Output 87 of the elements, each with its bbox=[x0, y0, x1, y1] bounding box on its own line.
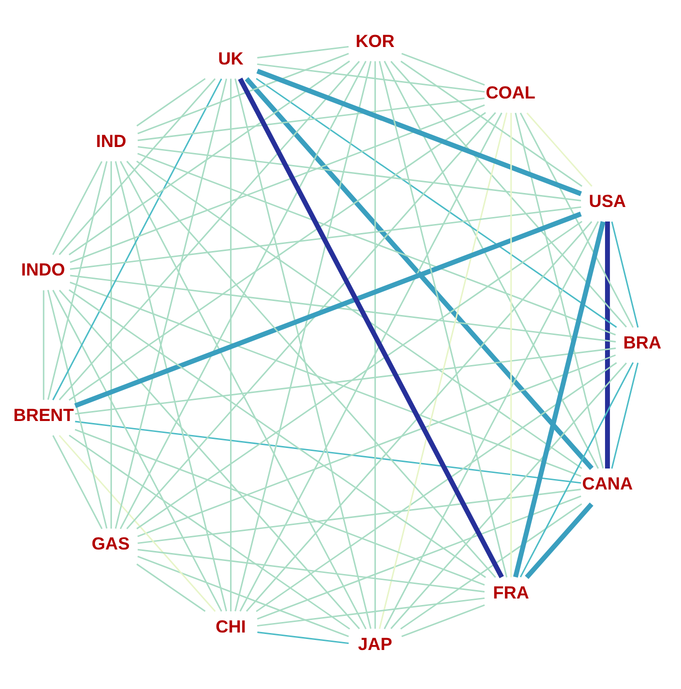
connector bbox=[384, 60, 599, 468]
connector bbox=[114, 78, 228, 528]
connector bbox=[74, 428, 485, 586]
connector bbox=[244, 76, 594, 470]
connector bbox=[126, 160, 496, 578]
node-text: FRA bbox=[493, 582, 530, 602]
connector bbox=[390, 60, 627, 328]
connector bbox=[52, 434, 103, 529]
connector bbox=[230, 78, 232, 611]
connector bbox=[58, 289, 360, 629]
node-text: BRENT bbox=[13, 404, 74, 425]
connector bbox=[137, 152, 616, 336]
node-text: IND bbox=[96, 130, 126, 150]
connector bbox=[378, 112, 508, 628]
node-text: GAS bbox=[92, 533, 130, 554]
connector bbox=[120, 160, 367, 629]
connector bbox=[137, 555, 349, 637]
connector bbox=[256, 77, 617, 328]
node-text: CHI bbox=[216, 616, 246, 636]
connector bbox=[75, 347, 616, 414]
node-text: USA bbox=[588, 190, 626, 211]
connector bbox=[513, 220, 606, 578]
connector bbox=[384, 220, 599, 629]
connector bbox=[524, 502, 594, 578]
connector bbox=[114, 160, 228, 611]
connector bbox=[136, 220, 582, 529]
connector bbox=[257, 45, 349, 58]
connector bbox=[138, 488, 581, 544]
connector bbox=[58, 60, 360, 400]
connector bbox=[378, 60, 508, 577]
node-text: BRA bbox=[623, 332, 662, 352]
connector bbox=[47, 160, 108, 400]
connector bbox=[138, 548, 485, 592]
connector bbox=[246, 220, 592, 612]
connector bbox=[605, 221, 610, 468]
connector bbox=[74, 211, 582, 408]
connector bbox=[400, 60, 582, 186]
connector bbox=[68, 112, 486, 400]
connector bbox=[257, 495, 582, 620]
node-text: INDO bbox=[21, 259, 66, 280]
connector bbox=[137, 52, 349, 134]
connector bbox=[401, 52, 485, 86]
connector bbox=[70, 274, 616, 342]
connector bbox=[68, 434, 350, 630]
connector bbox=[70, 104, 485, 262]
connector bbox=[137, 354, 616, 537]
connector bbox=[510, 112, 512, 577]
connector bbox=[52, 78, 222, 400]
connector bbox=[611, 362, 639, 468]
connector bbox=[68, 288, 486, 578]
connector bbox=[520, 362, 634, 577]
node-text: KOR bbox=[356, 30, 395, 50]
node-text: COAL bbox=[486, 82, 536, 102]
connector bbox=[257, 631, 349, 644]
connector bbox=[58, 434, 216, 612]
connector bbox=[138, 97, 485, 141]
connector bbox=[52, 289, 222, 612]
connector bbox=[52, 160, 102, 255]
connector bbox=[256, 68, 582, 196]
connector bbox=[136, 563, 206, 612]
connector bbox=[120, 60, 366, 529]
connector bbox=[401, 604, 485, 637]
connector bbox=[70, 281, 582, 476]
connector bbox=[257, 596, 485, 626]
connector bbox=[611, 220, 639, 328]
connector bbox=[390, 362, 627, 629]
node-text: CANA bbox=[582, 472, 633, 493]
connector bbox=[110, 160, 112, 528]
node-text: UK bbox=[218, 48, 244, 68]
connector bbox=[126, 112, 496, 529]
connector bbox=[257, 62, 485, 92]
connector bbox=[374, 60, 376, 628]
connector bbox=[75, 420, 582, 484]
connector bbox=[514, 112, 604, 468]
node-text: JAP bbox=[358, 633, 392, 654]
connector bbox=[42, 290, 44, 400]
connector bbox=[520, 112, 634, 328]
connector bbox=[70, 206, 582, 270]
connector bbox=[136, 78, 206, 126]
connector bbox=[526, 112, 592, 186]
connector bbox=[138, 146, 582, 201]
connector bbox=[47, 289, 108, 528]
connector bbox=[68, 60, 350, 255]
connector bbox=[256, 362, 617, 612]
connector bbox=[400, 502, 582, 630]
connector bbox=[58, 78, 216, 255]
connector bbox=[136, 160, 582, 469]
